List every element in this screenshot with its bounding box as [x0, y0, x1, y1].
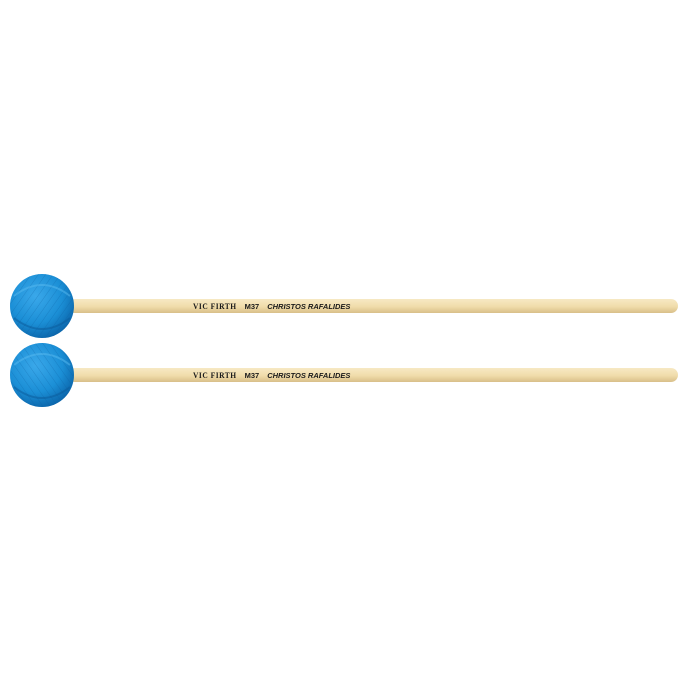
- mallet-1-imprint: VIC FIRTH M37 CHRISTOS RAFALIDES: [193, 266, 350, 346]
- mallet-1-graphic: [10, 274, 678, 338]
- brand-logo: VIC FIRTH: [193, 370, 237, 380]
- brand-logo: VIC FIRTH: [193, 301, 237, 311]
- model-number: M37: [244, 301, 260, 311]
- mallet-2-imprint: VIC FIRTH M37 CHRISTOS RAFALIDES: [193, 335, 350, 415]
- artist-name: CHRISTOS RAFALIDES: [267, 301, 351, 311]
- artist-name: CHRISTOS RAFALIDES: [267, 370, 351, 380]
- mallet-2: VIC FIRTH M37 CHRISTOS RAFALIDES: [0, 335, 680, 415]
- model-number: M37: [244, 370, 260, 380]
- mallet-1-shaft: [68, 299, 678, 313]
- mallet-1: VIC FIRTH M37 CHRISTOS RAFALIDES: [0, 266, 680, 346]
- mallet-2-shaft: [68, 368, 678, 382]
- mallet-2-graphic: [10, 343, 678, 407]
